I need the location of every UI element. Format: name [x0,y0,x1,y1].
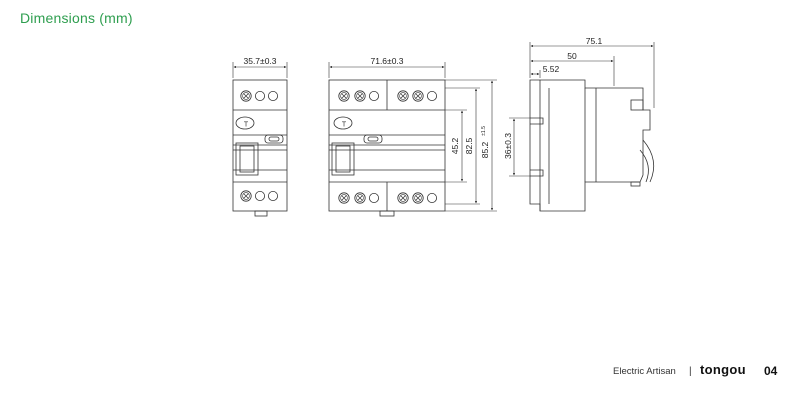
dim-width-4p-label: 71.6±0.3 [370,56,403,66]
dim-height-outer-label: 85.2 [480,141,490,158]
page-title: Dimensions (mm) [20,10,133,26]
front-view-2p [232,79,288,217]
dim-height-mid-label: 82.5 [464,137,474,154]
logo-t-mark: T [244,122,249,129]
dim-side [509,42,655,177]
front-view-4p [328,79,446,217]
dim-depth-mid-label: 50 [567,51,577,61]
side-view [529,79,655,212]
dim-width-2p [232,62,288,78]
dim-height-outer-tolerance: ±1.5 [481,126,487,136]
front-4p-terminals [338,90,438,204]
logo-t-mark: T [342,122,347,129]
dim-depth-total-label: 75.1 [586,36,603,46]
page-number: 04 [764,364,778,378]
dim-width-2p-label: 35.7±0.3 [243,56,276,66]
dim-height-inner-label: 45.2 [450,137,460,154]
dim-rail-height-label: 36±0.3 [503,133,513,159]
dim-heights-4p [445,79,497,212]
footer-brand: Electric Artisan [613,366,676,377]
footer-logo: tongou [700,362,746,377]
dim-width-4p [328,62,446,78]
footer-separator: | [689,366,692,377]
dim-depth-small-label: 5.52 [543,64,560,74]
